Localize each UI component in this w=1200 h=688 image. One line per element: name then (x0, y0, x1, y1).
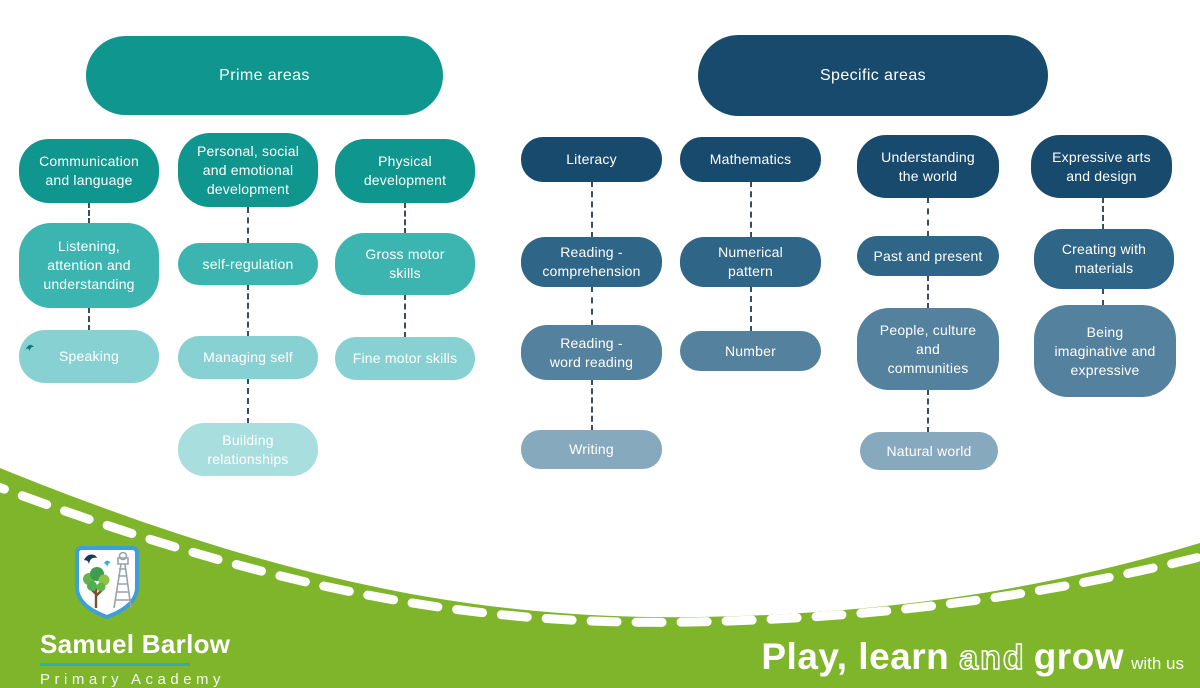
node-people-culture-communities: People, culture and communities (857, 308, 999, 390)
connector (927, 197, 929, 237)
connector (591, 379, 593, 431)
node-listening-attention-understanding: Listening, attention and understanding (19, 223, 159, 308)
node-literacy: Literacy (521, 137, 662, 182)
connector (927, 389, 929, 433)
node-natural-world: Natural world (860, 432, 998, 470)
connector (750, 286, 752, 332)
node-managing-self: Managing self (178, 336, 318, 379)
connector (247, 284, 249, 337)
node-number: Number (680, 331, 821, 371)
node-being-imaginative-expressive: Being imaginative and expressive (1034, 305, 1176, 397)
school-logo: Samuel Barlow Primary Academy (40, 546, 270, 688)
tagline: Play, learn and grow with us (761, 636, 1184, 678)
connector (404, 202, 406, 234)
node-gross-motor-skills: Gross motor skills (335, 233, 475, 295)
connector (591, 181, 593, 238)
node-creating-with-materials: Creating with materials (1034, 229, 1174, 289)
node-self-regulation: self-regulation (178, 243, 318, 285)
node-reading-comprehension: Reading - comprehension (521, 237, 662, 287)
connector (404, 294, 406, 338)
node-fine-motor-skills: Fine motor skills (335, 337, 475, 380)
connector (88, 307, 90, 331)
school-subtitle: Primary Academy (40, 671, 226, 688)
tagline-with-us: with us (1131, 654, 1184, 673)
connector (1102, 288, 1104, 306)
node-writing: Writing (521, 430, 662, 469)
tagline-grow: grow (1033, 636, 1125, 677)
node-numerical-pattern: Numerical pattern (680, 237, 821, 287)
school-name: Samuel Barlow (40, 629, 231, 659)
node-communication-and-language: Communication and language (19, 139, 159, 203)
specific-areas-header: Specific areas (698, 35, 1048, 116)
connector (750, 181, 752, 238)
tagline-and: and (958, 638, 1026, 678)
connector (591, 286, 593, 326)
node-understanding-the-world: Understanding the world (857, 135, 999, 198)
node-personal-social-emotional: Personal, social and emotional developme… (178, 133, 318, 207)
node-reading-word-reading: Reading - word reading (521, 325, 662, 380)
node-building-relationships: Building relationships (178, 423, 318, 476)
node-past-and-present: Past and present (857, 236, 999, 276)
tagline-play-learn: Play, learn (761, 636, 950, 677)
connector (1102, 197, 1104, 230)
connector (247, 378, 249, 424)
logo-underline (40, 663, 190, 666)
node-speaking: Speaking (19, 330, 159, 383)
small-bird-icon (25, 344, 34, 351)
node-expressive-arts-design: Expressive arts and design (1031, 135, 1172, 198)
node-mathematics: Mathematics (680, 137, 821, 182)
school-crest-icon (75, 546, 139, 620)
connector (927, 275, 929, 309)
connector (247, 207, 249, 244)
prime-areas-header: Prime areas (86, 36, 443, 115)
connector (88, 202, 90, 224)
node-physical-development: Physical development (335, 139, 475, 203)
